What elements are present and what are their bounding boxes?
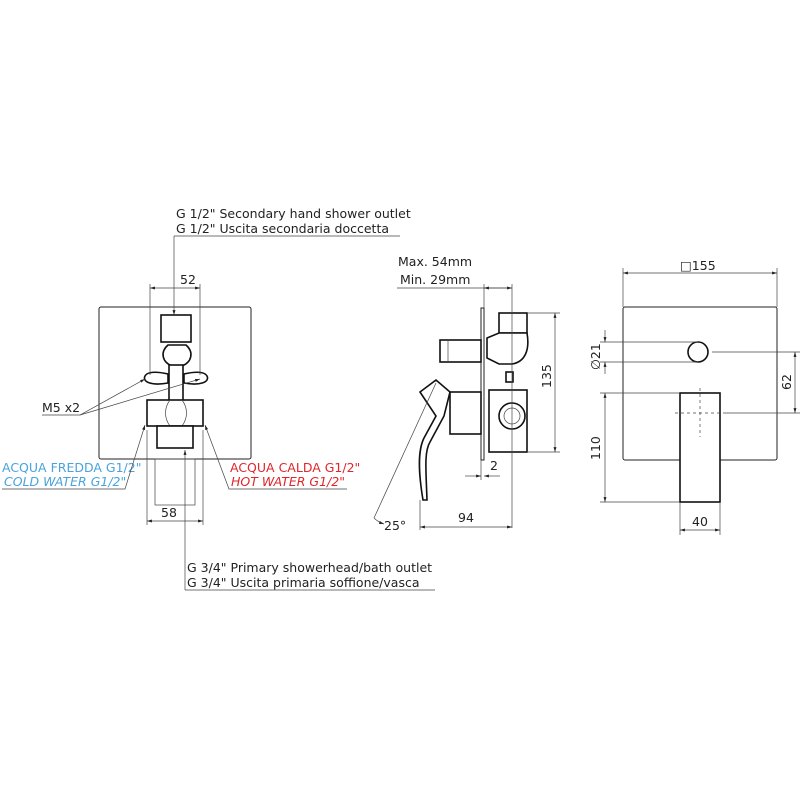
depth-max: Max. 54mm xyxy=(398,254,472,269)
handle-front xyxy=(679,392,721,503)
bottom-outlet xyxy=(156,425,194,449)
side-plate xyxy=(480,307,485,461)
dim-135: 135 xyxy=(539,364,554,388)
primary-outlet-label-en: G 3/4" Primary showerhead/bath outlet xyxy=(187,560,432,575)
primary-outlet-label-it: G 3/4" Uscita primaria soffione/vasca xyxy=(187,575,420,590)
side-view: Max. 54mm Min. 29mm 135 2 94 25° xyxy=(373,254,560,533)
diverter-knob-front xyxy=(687,341,709,363)
side-lever xyxy=(418,378,451,501)
screw-label: M5 x2 xyxy=(42,400,80,415)
dim-155: □155 xyxy=(680,258,716,273)
dim-2: 2 xyxy=(490,458,498,473)
hot-water-label-it: ACQUA CALDA G1/2" xyxy=(230,460,360,475)
diverter xyxy=(162,344,192,367)
top-outlet xyxy=(160,314,192,343)
dim-diameter-21: ∅21 xyxy=(588,343,603,370)
screw-right xyxy=(183,371,209,385)
side-top-outlet xyxy=(498,312,528,334)
lower-body xyxy=(154,458,196,506)
screw-left xyxy=(143,371,169,385)
dim-40: 40 xyxy=(692,514,708,529)
valve-body xyxy=(146,399,204,427)
secondary-outlet-label-it: G 1/2" Uscita secondaria doccetta xyxy=(176,221,389,236)
front-view: 52 G 1/2" Secondary hand shower outlet G… xyxy=(2,206,435,591)
secondary-outlet-label-en: G 1/2" Secondary hand shower outlet xyxy=(176,206,411,221)
side-diverter xyxy=(486,332,529,365)
depth-min: Min. 29mm xyxy=(400,272,470,287)
side-clip xyxy=(505,371,514,383)
diverter-knob xyxy=(439,339,482,363)
dim-62: 62 xyxy=(779,374,794,390)
stem xyxy=(168,364,184,402)
dim-52: 52 xyxy=(180,272,196,287)
hot-water-label-en: HOT WATER G1/2" xyxy=(231,474,345,489)
cold-water-label-en: COLD WATER G1/2" xyxy=(4,474,126,489)
dim-58: 58 xyxy=(161,505,177,520)
angle-25: 25° xyxy=(384,518,406,533)
handle-base xyxy=(449,391,482,435)
dim-94: 94 xyxy=(458,510,474,525)
cold-water-label-it: ACQUA FREDDA G1/2" xyxy=(2,460,141,475)
rear-front-view: □155 ∅21 62 110 40 xyxy=(588,258,800,535)
dim-110: 110 xyxy=(588,436,603,460)
